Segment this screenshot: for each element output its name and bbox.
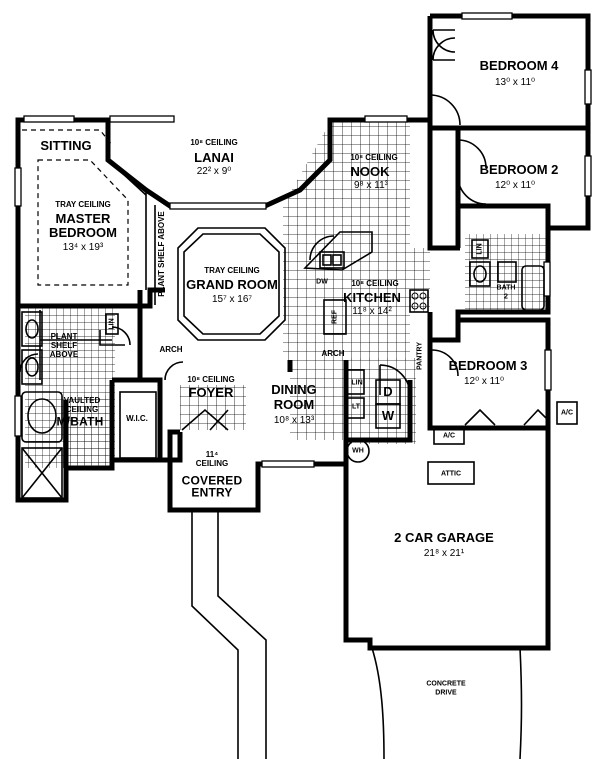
lanai-ceiling: 10⁸ CEILING xyxy=(190,137,238,147)
pantry-label: PANTRY xyxy=(416,342,424,370)
entry-ceiling-2: CEILING xyxy=(195,458,229,468)
master-name-1: MASTER xyxy=(55,211,111,227)
lanai-dims: 22² x 9⁰ xyxy=(196,165,232,177)
garage-dims: 21⁸ x 21¹ xyxy=(423,547,465,559)
plant-shelf-1: PLANT xyxy=(50,331,78,341)
walkway xyxy=(191,510,267,759)
master-linen-label: LIN xyxy=(108,318,116,330)
plant-shelf-2: SHELF xyxy=(50,340,78,350)
grand-name: GRAND ROOM xyxy=(186,277,278,293)
interior-walls xyxy=(18,120,588,468)
garage-name: 2 CAR GARAGE xyxy=(394,530,494,546)
entry-ceiling-1: 11⁴ xyxy=(205,449,219,459)
nook-ceiling: 10⁸ CEILING xyxy=(350,152,398,162)
bath2-linen-label: LIN xyxy=(476,243,484,255)
kitchen-fixtures xyxy=(303,231,429,463)
bedroom3-dims: 12⁰ x 11⁰ xyxy=(463,375,505,387)
dining-name-2: ROOM xyxy=(273,397,315,413)
bath2-num: 2 xyxy=(504,293,508,301)
misc-lines xyxy=(39,190,578,485)
mbath-note-1: VAULTED xyxy=(63,395,101,405)
plant-shelf-vertical: PLANT SHELF ABOVE xyxy=(156,211,166,297)
wic-label: W.I.C. xyxy=(126,413,148,423)
foyer-name: FOYER xyxy=(188,385,234,401)
kitchen-ceiling: 10⁸ CEILING xyxy=(351,278,399,288)
dining-name-1: DINING xyxy=(271,382,317,398)
master-name-2: BEDROOM xyxy=(49,225,117,241)
kitchen-dims: 11⁸ x 14² xyxy=(352,305,392,317)
lanai-name: LANAI xyxy=(194,150,234,166)
bedroom4-dims: 13⁰ x 11⁰ xyxy=(494,76,536,88)
ac-outdoor-label: A/C xyxy=(560,409,574,417)
driveway xyxy=(371,647,523,759)
dishwasher-label: DW xyxy=(316,278,328,286)
bath2-name: BATH xyxy=(496,284,516,292)
ac-indoor-label: A/C xyxy=(442,432,456,440)
washer-label: W xyxy=(381,408,395,424)
kitchen-name: KITCHEN xyxy=(343,290,401,306)
dining-dims: 10⁸ x 13³ xyxy=(273,414,315,426)
nook-dims: 9⁸ x 11³ xyxy=(353,179,389,191)
foyer-ceiling: 10⁸ CEILING xyxy=(187,374,235,384)
entry-name-1: COVERED xyxy=(181,473,243,488)
drive-label-2: DRIVE xyxy=(435,689,457,697)
bedroom4-name: BEDROOM 4 xyxy=(479,58,559,74)
mbath-note-2: CEILING xyxy=(65,404,99,414)
bedroom2-name: BEDROOM 2 xyxy=(479,162,559,178)
mbath-name: M/BATH xyxy=(56,414,104,429)
dryer-label: D xyxy=(383,384,393,400)
lt-label: LT xyxy=(351,403,361,411)
attic-label: ATTIC xyxy=(440,470,462,478)
grand-ceiling: TRAY CEILING xyxy=(204,265,260,275)
bedroom2-dims: 12⁰ x 11⁰ xyxy=(494,179,536,191)
sitting-name: SITTING xyxy=(40,138,92,154)
refrigerator-label: REF xyxy=(331,310,339,324)
bedroom3-name: BEDROOM 3 xyxy=(448,358,528,374)
entry-name-2: ENTRY xyxy=(191,485,233,500)
plant-shelf-3: ABOVE xyxy=(49,349,79,359)
drive-label-1: CONCRETE xyxy=(426,680,466,688)
master-dims: 13⁴ x 19³ xyxy=(62,241,104,253)
arch-right-label: ARCH xyxy=(321,348,345,358)
grand-dims: 15⁷ x 16⁷ xyxy=(211,293,253,305)
tray-ceiling-outlines xyxy=(22,129,129,286)
angled-walls xyxy=(107,159,331,196)
lin-label: LIN xyxy=(351,379,363,387)
master-ceiling: TRAY CEILING xyxy=(55,199,111,209)
bath-fixtures xyxy=(21,239,545,499)
water-heater-label: WH xyxy=(352,447,364,455)
grand-room-tray-ceiling xyxy=(177,227,286,341)
arch-left-label: ARCH xyxy=(159,344,183,354)
nook-name: NOOK xyxy=(350,164,390,180)
